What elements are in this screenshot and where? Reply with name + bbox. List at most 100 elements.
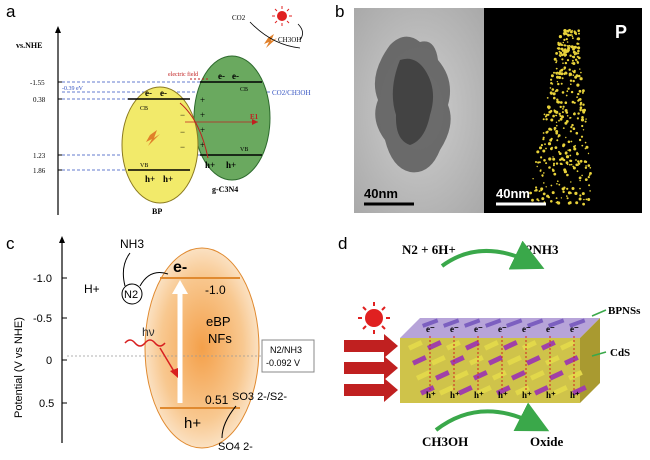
eds-dot <box>584 147 587 150</box>
eds-dot <box>570 90 574 94</box>
eds-dot <box>570 83 572 85</box>
eds-dot <box>555 130 559 133</box>
eds-dot <box>563 38 566 42</box>
eds-dot <box>539 146 542 150</box>
gcn-hole: h+ <box>205 160 215 170</box>
photon-wave <box>124 339 166 347</box>
lattice-bond <box>420 385 435 396</box>
charge-plus: + <box>200 125 205 135</box>
eds-dot <box>565 111 569 114</box>
eds-dot <box>587 198 591 201</box>
eds-dot <box>582 129 585 131</box>
eds-dot <box>573 112 576 116</box>
eds-dot <box>556 98 559 101</box>
eds-dot <box>587 176 590 179</box>
tick-label: 0.5 <box>39 398 54 410</box>
eds-dot <box>538 190 541 193</box>
reaction-arrow <box>249 21 301 49</box>
eds-dot <box>555 67 558 70</box>
tick-label: 0.38 <box>33 96 46 104</box>
lattice-bond <box>464 340 480 351</box>
eds-dot <box>550 200 553 203</box>
hplus-label: H+ <box>84 282 100 296</box>
eds-dot <box>556 124 558 127</box>
eds-dot <box>578 138 582 142</box>
eds-dot <box>561 44 564 46</box>
eds-dot <box>571 34 573 36</box>
eds-dot <box>571 62 574 65</box>
eds-dot <box>579 77 583 81</box>
eds-dot <box>577 52 580 55</box>
bpns-sheet <box>548 318 565 328</box>
panel-c-label: c <box>6 234 15 253</box>
eds-dot <box>555 114 558 117</box>
eds-dot <box>565 94 568 97</box>
eds-dot <box>588 184 591 187</box>
y-axis-title: Potential (V vs NHE) <box>13 317 25 418</box>
eds-dot <box>537 150 540 153</box>
cds-label: CdS <box>610 347 630 359</box>
lattice-bond <box>492 370 507 381</box>
cds-block <box>400 338 580 403</box>
eds-dot <box>552 164 555 167</box>
eds-dot <box>561 68 564 71</box>
eds-dot <box>549 138 553 142</box>
eds-dot <box>560 53 564 57</box>
eds-dot <box>569 34 572 37</box>
eds-dot <box>552 114 555 118</box>
eds-dot <box>553 109 556 112</box>
eds-dot <box>573 70 576 74</box>
eds-dot <box>554 90 557 93</box>
eds-dot <box>579 187 581 190</box>
eds-dot <box>572 127 576 130</box>
gcn-vb-label: VB <box>240 147 248 153</box>
energy-axis-arrow <box>55 26 61 33</box>
eds-dot <box>557 82 560 86</box>
vb-value: 0.51 <box>205 393 229 407</box>
scale-label: 40nm <box>364 186 398 201</box>
photon-arrow <box>159 347 176 374</box>
n2-label: N2 <box>124 289 138 301</box>
eds-dot <box>547 142 552 146</box>
lightning-icon <box>146 130 160 146</box>
electron-marker: e⁻ <box>498 324 507 334</box>
charge-plus: + <box>200 95 205 105</box>
eds-dot <box>546 130 549 133</box>
eds-dot <box>579 106 583 109</box>
excitation-arrowhead <box>172 280 188 294</box>
eds-dot <box>545 162 548 165</box>
lattice-bond <box>472 370 488 381</box>
eds-dot <box>560 72 564 76</box>
bpns-sheet <box>485 318 502 328</box>
eds-dot <box>562 143 566 147</box>
eds-dot <box>540 156 543 159</box>
eds-dot <box>566 173 569 177</box>
eds-dot <box>578 32 580 35</box>
eds-dot <box>562 127 565 129</box>
bpns-sheet <box>527 318 544 328</box>
panel-a-label: a <box>6 2 16 21</box>
eds-dot <box>566 195 568 197</box>
eds-dot <box>572 74 575 76</box>
eds-dot <box>573 53 576 56</box>
pointer-line <box>591 309 607 317</box>
crystal-lattice <box>408 318 587 396</box>
eds-dot <box>555 201 558 204</box>
panel-b-images: 40nm P 40nm <box>354 8 642 213</box>
n2-circle <box>121 283 143 305</box>
eds-dot <box>564 151 568 154</box>
eds-dot <box>579 179 581 182</box>
eds-dot <box>556 81 559 83</box>
lattice-bond <box>408 340 423 351</box>
eds-dot <box>562 41 565 44</box>
eds-dot <box>571 100 575 104</box>
eds-dot <box>583 160 587 163</box>
eds-dot <box>577 46 581 50</box>
eds-dot <box>571 55 574 58</box>
electron-label: e- <box>173 259 187 276</box>
eds-dot <box>535 188 538 192</box>
tick-label: -1.0 <box>33 273 52 285</box>
bp-ellipse <box>121 86 199 204</box>
eds-dot <box>547 113 550 116</box>
eds-dot <box>565 44 567 47</box>
